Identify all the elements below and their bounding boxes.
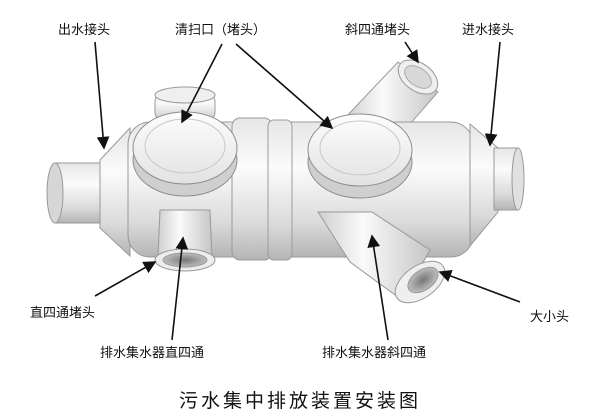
label-reducer: 大小头 (530, 310, 570, 325)
label-collector-oblique-cross: 排水集水器斜四通 (322, 346, 427, 361)
label-cleanout: 清扫口（堵头） (175, 23, 267, 38)
arrow-cleanout-right (235, 43, 334, 130)
arrow-collector-straight (171, 236, 189, 341)
arrow-inlet-joint (484, 41, 501, 147)
arrow-collector-oblique (367, 234, 389, 341)
label-collector-straight-cross: 排水集水器直四通 (100, 346, 205, 361)
main-pipe-body (46, 117, 525, 261)
arrow-straight-cross-plug (94, 261, 157, 297)
label-straight-cross-plug: 直四通堵头 (30, 306, 96, 321)
label-oblique-cross-plug: 斜四通堵头 (345, 23, 411, 38)
arrow-outlet-joint (94, 41, 110, 150)
leader-arrows (94, 41, 521, 341)
straight-cross-down-branch (154, 209, 216, 272)
arrow-oblique-cross-plug (404, 41, 419, 64)
arrow-cleanout-left (181, 43, 223, 124)
cleanout-cap-right (307, 113, 413, 199)
label-inlet-joint: 进水接头 (462, 23, 515, 38)
diagram-caption: 污水集中排放装置安装图 (178, 390, 421, 412)
label-outlet-joint: 出水接头 (58, 23, 111, 38)
arrow-reducer (438, 269, 521, 303)
cleanout-cap-left (132, 111, 238, 197)
oblique-cross-lower-branch (317, 211, 446, 304)
